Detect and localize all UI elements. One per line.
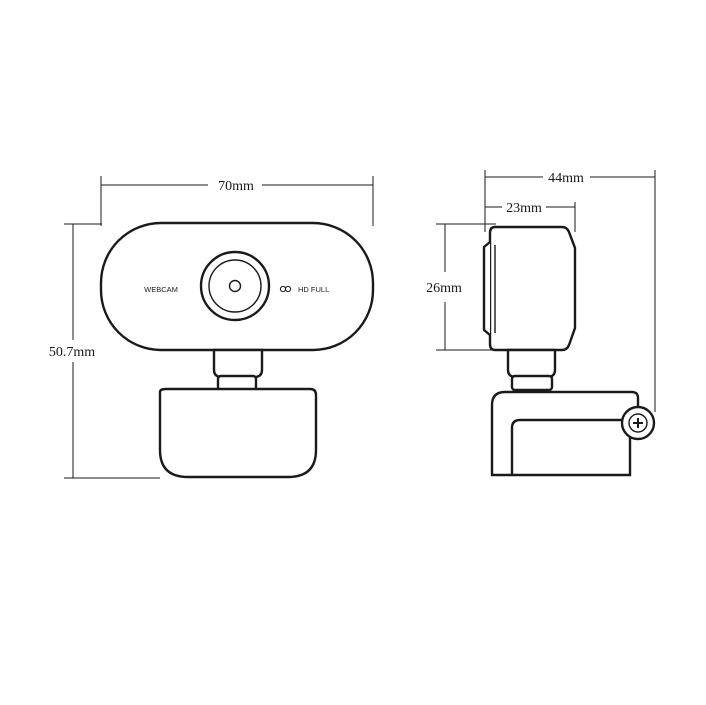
front-base bbox=[158, 387, 318, 479]
height-dimension-label: 50.7mm bbox=[49, 345, 95, 360]
overall-depth-label: 44mm bbox=[548, 171, 584, 186]
side-neck bbox=[506, 348, 557, 392]
camera-body-side bbox=[482, 225, 577, 352]
side-clip bbox=[490, 390, 640, 477]
hd-full-label: HD FULL bbox=[298, 285, 329, 294]
height-dimension: 50.7mm bbox=[49, 223, 160, 479]
body-height-dimension: 26mm bbox=[426, 223, 496, 351]
body-depth-label: 23mm bbox=[506, 201, 542, 216]
width-dimension-label: 70mm bbox=[218, 179, 254, 194]
lens bbox=[199, 250, 271, 322]
front-neck bbox=[212, 348, 264, 392]
body-height-label: 26mm bbox=[426, 281, 462, 296]
body-depth-dimension: 23mm bbox=[485, 201, 576, 232]
overall-depth-dimension: 44mm bbox=[484, 170, 656, 412]
front-view: 70mm 50.7mm WEBCAM HD FULL bbox=[49, 176, 375, 479]
side-view: 44mm 23mm 26mm bbox=[426, 170, 656, 477]
hd-icon bbox=[279, 285, 292, 293]
webcam-label: WEBCAM bbox=[144, 285, 178, 294]
width-dimension: 70mm bbox=[100, 176, 374, 226]
hinge-knob-icon bbox=[620, 405, 656, 441]
